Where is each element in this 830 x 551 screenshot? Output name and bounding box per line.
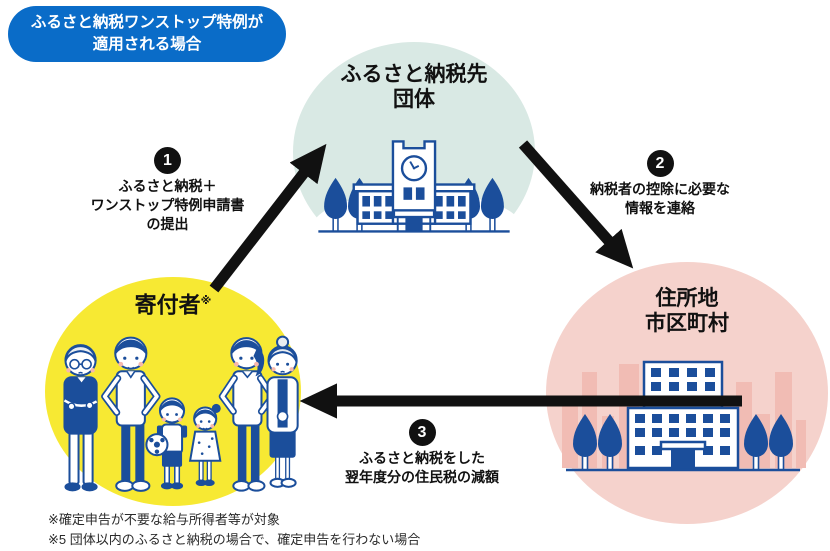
step1-label: 1 ふるさと納税＋ ワンストップ特例申請書 の提出 — [60, 147, 275, 234]
node-municipality-title: 住所地 市区町村 — [645, 287, 729, 335]
step3-number-badge: 3 — [408, 419, 436, 446]
donor-ref-mark: ※ — [200, 295, 212, 307]
girl-figure — [188, 403, 222, 487]
city-hall-illustration — [562, 360, 806, 472]
ponytail — [253, 347, 265, 377]
node-recipient-title: ふるさと納税先 団体 — [340, 63, 488, 111]
tree-icon — [573, 414, 793, 471]
father-figure — [101, 336, 161, 492]
grandmother-figure — [266, 335, 299, 488]
mother-figure — [218, 337, 277, 492]
school-entrance — [392, 209, 436, 232]
step2-label: 2 納税者の控除に必要な 情報を連絡 — [555, 150, 765, 218]
boy-figure — [145, 397, 188, 490]
footnote-1: ※確定申告が不要な給与所得者等が対象 — [48, 512, 280, 527]
step2-number-badge: 2 — [646, 150, 674, 177]
school-windows — [362, 187, 466, 219]
hair-bun — [211, 403, 221, 413]
footnotes: ※確定申告が不要な給与所得者等が対象 ※5 団体以内のふるさと納税の場合で、確定… — [48, 510, 420, 550]
title-badge-line2: 適用される場合 — [92, 36, 202, 53]
school-building-illustration — [318, 140, 510, 233]
family-illustration — [63, 335, 299, 492]
glasses-icon — [69, 358, 80, 370]
footnote-2: ※5 団体以内のふるさと納税の場合で、確定申告を行わない場合 — [48, 532, 421, 547]
step3-label: 3 ふるさと納税をした 翌年度分の住民税の減額 — [310, 419, 534, 487]
step1-number-badge: 1 — [154, 147, 181, 174]
title-badge: ふるさと納税ワンストップ特例が 適用される場合 — [8, 6, 286, 62]
city-hall-entrance — [659, 440, 707, 468]
hair-bun — [276, 335, 290, 349]
grandfather-figure — [63, 344, 98, 492]
node-donor-title: 寄付者※ — [134, 292, 212, 318]
title-badge-line1: ふるさと納税ワンストップ特例が — [30, 13, 264, 31]
